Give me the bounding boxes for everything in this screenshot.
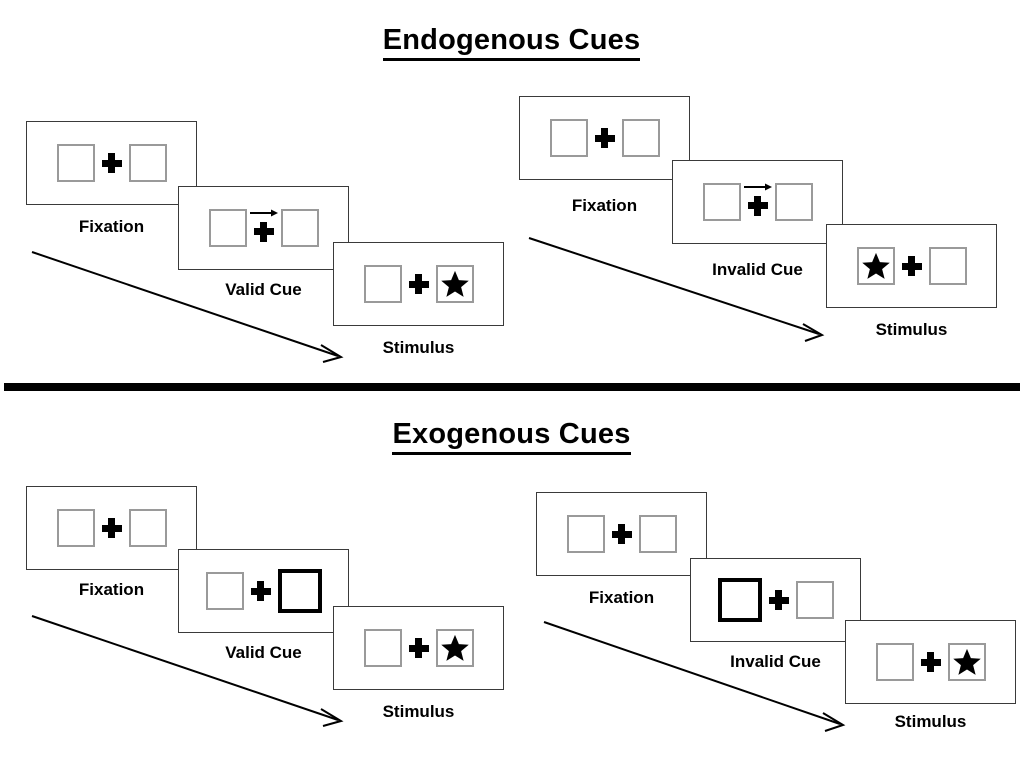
- trial-panel-fixation: [519, 96, 690, 180]
- fixation-cross-icon: [762, 581, 796, 619]
- right-box: [928, 247, 967, 285]
- star-icon: [952, 648, 981, 675]
- section-divider: [4, 383, 1020, 391]
- stage-label-valid-cue: Valid Cue: [225, 643, 302, 662]
- left-box: [363, 265, 402, 303]
- right-box: [774, 183, 813, 221]
- fixation-cross-icon: [247, 209, 281, 247]
- stage-label-invalid-cue: Invalid Cue: [712, 260, 803, 279]
- trial-panel-stimulus: [845, 620, 1016, 704]
- trial-panel-fixation: [536, 492, 707, 576]
- left-box: [208, 209, 247, 247]
- fixation-cross-icon: [914, 643, 948, 681]
- stage-label-valid-cue: Valid Cue: [225, 280, 302, 299]
- stage-label-invalid-cue: Invalid Cue: [730, 652, 821, 671]
- fixation-cross-icon: [95, 509, 129, 547]
- right-box: [128, 509, 167, 547]
- left-box: [549, 119, 588, 157]
- stage-label-fixation: Fixation: [78, 580, 145, 599]
- section-title-endogenous-text: Endogenous Cues: [382, 24, 641, 61]
- cue-arrow-icon: [249, 209, 278, 217]
- left-box: [205, 572, 244, 610]
- trial-panel-fixation: [26, 121, 197, 205]
- stage-label-fixation: Fixation: [571, 196, 638, 215]
- stage-label-fixation: Fixation: [78, 217, 145, 236]
- left-box-cued: [717, 578, 762, 622]
- right-box: [280, 209, 319, 247]
- fixation-cross-icon: [402, 265, 436, 303]
- stage-label-stimulus: Stimulus: [875, 320, 948, 339]
- fixation-cross-icon: [402, 629, 436, 667]
- right-box: [795, 581, 834, 619]
- section-title-endogenous: Endogenous Cues: [0, 24, 1023, 61]
- right-box: [947, 643, 986, 681]
- stage-label-stimulus: Stimulus: [382, 338, 455, 357]
- right-box: [638, 515, 677, 553]
- star-icon: [861, 252, 890, 279]
- section-title-exogenous: Exogenous Cues: [0, 418, 1023, 455]
- left-box: [875, 643, 914, 681]
- left-box: [363, 629, 402, 667]
- trial-panel-stimulus: [333, 606, 504, 690]
- left-box: [566, 515, 605, 553]
- fixation-cross-icon: [895, 247, 929, 285]
- trial-panel-invalid-cue: [690, 558, 861, 642]
- right-box-cued: [277, 569, 322, 613]
- trial-panel-invalid-cue: [672, 160, 843, 244]
- right-box: [435, 629, 474, 667]
- star-icon: [440, 270, 469, 297]
- section-title-exogenous-text: Exogenous Cues: [392, 418, 631, 455]
- left-box: [56, 144, 95, 182]
- right-box: [621, 119, 660, 157]
- right-box: [435, 265, 474, 303]
- fixation-cross-icon: [588, 119, 622, 157]
- trial-panel-valid-cue: [178, 549, 349, 633]
- fixation-cross-icon: [741, 183, 775, 221]
- stage-label-fixation: Fixation: [588, 588, 655, 607]
- left-box: [56, 509, 95, 547]
- fixation-cross-icon: [605, 515, 639, 553]
- cue-arrow-icon: [743, 183, 772, 191]
- stage-label-stimulus: Stimulus: [382, 702, 455, 721]
- time-arrow-icon: [528, 237, 825, 342]
- trial-panel-fixation: [26, 486, 197, 570]
- trial-panel-stimulus: [333, 242, 504, 326]
- left-box: [702, 183, 741, 221]
- trial-panel-valid-cue: [178, 186, 349, 270]
- fixation-cross-icon: [244, 572, 278, 610]
- right-box: [128, 144, 167, 182]
- stage-label-stimulus: Stimulus: [894, 712, 967, 731]
- fixation-cross-icon: [95, 144, 129, 182]
- star-icon: [440, 634, 469, 661]
- trial-panel-stimulus: [826, 224, 997, 308]
- left-box: [856, 247, 895, 285]
